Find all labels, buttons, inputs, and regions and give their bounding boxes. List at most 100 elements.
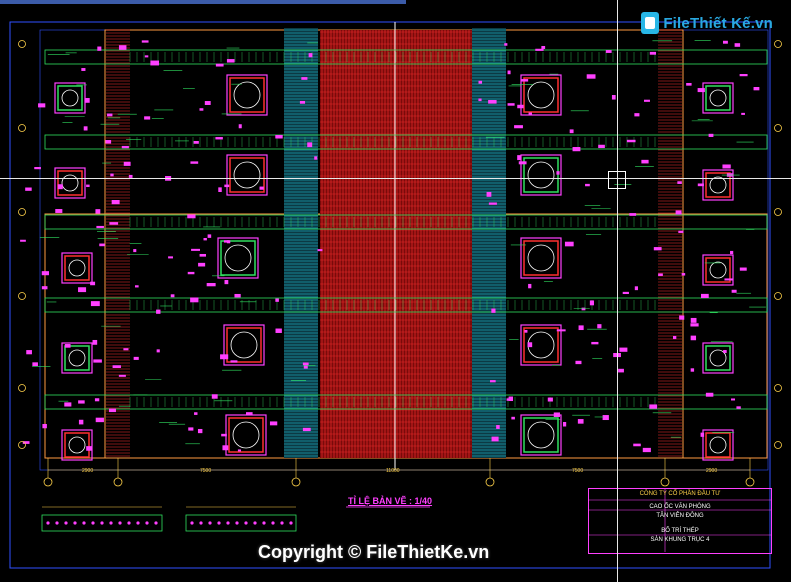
annotation-mark — [86, 184, 90, 188]
section-rebar-dot — [91, 521, 95, 525]
annotation-mark — [64, 402, 72, 407]
annotation-mark — [511, 416, 515, 420]
column-section — [523, 77, 559, 113]
annotation-mark — [55, 209, 63, 213]
annotation-mark — [134, 285, 139, 288]
annotation-mark — [753, 87, 760, 91]
annotation-mark — [569, 129, 574, 134]
column-frame — [520, 324, 562, 366]
annotation-mark — [528, 283, 532, 289]
title-block-project-line2: TÂN VIÊN ĐÔNG — [656, 513, 704, 519]
beam-line — [44, 394, 768, 410]
section-rebar-dot — [73, 521, 77, 525]
column-section — [705, 85, 731, 111]
annotation-mark — [598, 144, 605, 149]
section-rebar-dot — [154, 521, 158, 525]
annotation-mark — [211, 394, 218, 399]
annotation-mark — [731, 398, 736, 401]
annotation-mark — [705, 392, 714, 397]
title-block-project-line1: CAO ỐC VĂN PHÒNG — [649, 504, 711, 510]
column-section — [705, 345, 731, 371]
annotation-mark — [109, 222, 119, 225]
annotation-mark — [38, 103, 46, 108]
annotation-mark — [491, 308, 496, 313]
annotation-mark — [478, 98, 482, 102]
column-section — [229, 77, 265, 113]
annotation-mark — [556, 329, 566, 332]
annotation-mark — [605, 50, 612, 53]
annotation-mark — [675, 210, 682, 215]
annotation-mark — [524, 329, 528, 333]
beam-line — [44, 297, 768, 313]
annotation-mark — [112, 365, 121, 369]
column-frame — [520, 237, 562, 279]
annotation-mark — [90, 281, 96, 286]
annotation-mark — [218, 187, 222, 193]
annotation-mark — [591, 341, 599, 345]
annotation-mark — [690, 317, 697, 323]
annotation-mark — [602, 415, 609, 421]
section-rebar-dot — [244, 521, 248, 525]
title-block-drawing-line1: BỐ TRÍ THÉP — [661, 528, 699, 534]
annotation-mark — [634, 113, 640, 117]
annotation-mark — [658, 273, 663, 276]
column-section — [64, 255, 90, 281]
annotation-mark — [504, 43, 508, 46]
grid-axis-bubble — [18, 124, 26, 132]
annotation-mark — [84, 98, 90, 103]
annotation-mark — [496, 425, 500, 429]
annotation-mark — [314, 156, 318, 160]
section-rebar-dot — [127, 521, 131, 525]
annotation-mark — [96, 225, 104, 229]
annotation-mark — [642, 447, 651, 453]
beam-line — [44, 134, 768, 150]
annotation-mark — [187, 271, 195, 275]
annotation-mark — [722, 40, 728, 44]
annotation-mark — [246, 412, 253, 416]
annotation-mark — [99, 243, 105, 247]
annotation-mark — [708, 133, 714, 137]
annotation-mark — [25, 187, 32, 191]
column-circle — [527, 81, 555, 109]
annotation-mark — [517, 155, 522, 161]
column-circle — [68, 436, 86, 454]
column-frame — [61, 429, 93, 461]
column-circle — [709, 349, 727, 367]
scale-label: TỈ LỆ BẢN VẼ : 1/40 — [348, 496, 433, 506]
column-section — [220, 240, 256, 276]
annotation-mark — [275, 298, 279, 302]
watermark-logo-text: FileThiết Kế.vn — [663, 14, 773, 32]
annotation-mark — [507, 103, 515, 106]
annotation-mark — [619, 347, 628, 352]
title-block-drawing-line2: SÀN KHUNG TRỤC 4 — [650, 537, 710, 543]
annotation-mark — [690, 368, 695, 372]
annotation-mark — [541, 45, 546, 49]
annotation-mark — [190, 161, 199, 164]
annotation-mark — [585, 183, 590, 187]
annotation-mark — [94, 398, 100, 402]
column-section — [705, 257, 731, 283]
column-frame — [226, 74, 268, 116]
annotation-mark — [198, 262, 206, 267]
annotation-mark — [26, 350, 32, 355]
annotation-mark — [121, 145, 129, 149]
section-rebar-dot — [208, 521, 212, 525]
annotation-mark — [673, 335, 677, 340]
annotation-mark — [199, 108, 204, 111]
annotation-mark — [633, 443, 641, 447]
annotation-mark — [95, 209, 101, 214]
annotation-mark — [643, 99, 650, 102]
annotation-mark — [118, 374, 126, 377]
annotation-mark — [203, 238, 207, 241]
grid-axis-bubble — [774, 384, 782, 392]
column-frame — [226, 154, 268, 196]
column-section — [57, 85, 83, 111]
section-rebar-dot — [235, 521, 239, 525]
column-circle — [527, 244, 555, 272]
section-rebar-dot — [271, 521, 275, 525]
grid-axis-bubble — [291, 477, 301, 487]
section-rebar-dot — [226, 521, 230, 525]
sheet-border — [9, 21, 771, 569]
dimension-label: 7500 — [200, 468, 212, 474]
